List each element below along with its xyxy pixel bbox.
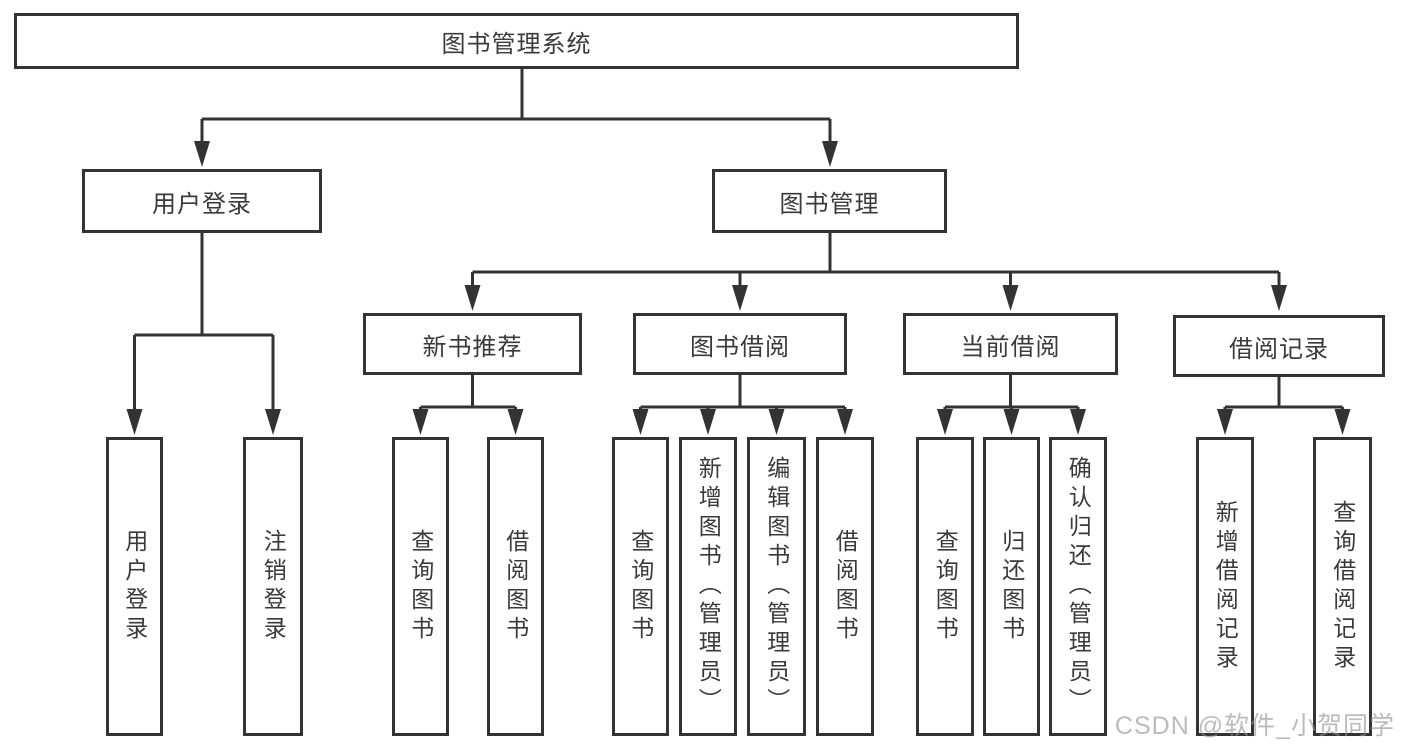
node-label: 借阅图书 [832,528,859,645]
node-leaf-confirm-return-admin: 确认归还（管理员） [1049,437,1107,736]
node-leaf-query-books-recommend: 查询图书 [392,437,449,736]
node-label: 归还图书 [998,528,1025,645]
node-label: 新增图书（管理员） [695,456,722,717]
node-user-login: 用户登录 [82,169,322,233]
node-label: 注销登录 [260,528,287,645]
node-leaf-return-books: 归还图书 [983,437,1040,736]
node-label: 查询图书 [627,528,654,645]
node-library-management-system: 图书管理系统 [14,13,1019,69]
node-label: 用户登录 [121,528,148,645]
node-label: 新书推荐 [422,333,523,361]
node-leaf-add-book-admin: 新增图书（管理员） [679,437,737,736]
node-leaf-query-books-current: 查询图书 [916,437,974,736]
node-leaf-user-login: 用户登录 [106,437,163,736]
node-label: 查询借阅记录 [1329,499,1356,674]
node-leaf-edit-book-admin: 编辑图书（管理员） [747,437,806,736]
node-leaf-logout: 注销登录 [243,437,303,736]
node-label: 图书管理系统 [441,30,592,58]
node-book-borrowing: 图书借阅 [633,313,847,375]
node-new-book-recommend: 新书推荐 [363,313,582,375]
node-book-management: 图书管理 [712,169,947,233]
csdn-watermark: CSDN @软件_小贺同学 [1114,712,1395,740]
arrowheads [126,141,1351,435]
node-leaf-query-books-borrowing: 查询图书 [612,437,669,736]
node-leaf-borrow-books-recommend: 借阅图书 [487,437,544,736]
node-current-borrowing: 当前借阅 [903,313,1118,375]
node-leaf-borrow-books: 借阅图书 [816,437,874,736]
node-label: 用户登录 [152,190,252,218]
node-label: 当前借阅 [960,333,1061,361]
node-label: 确认归还（管理员） [1065,456,1092,717]
node-leaf-query-borrow-record: 查询借阅记录 [1313,437,1372,736]
node-label: 借阅记录 [1229,335,1329,363]
node-label: 编辑图书（管理员） [763,456,790,717]
node-label: 借阅图书 [502,528,529,645]
node-label: 图书借阅 [690,333,790,361]
node-label: 查询图书 [932,528,959,645]
node-label: 图书管理 [779,190,880,218]
node-leaf-add-borrow-record: 新增借阅记录 [1196,437,1254,736]
node-label: 新增借阅记录 [1212,499,1239,674]
node-label: 查询图书 [407,528,434,645]
node-borrowing-records: 借阅记录 [1173,315,1385,377]
